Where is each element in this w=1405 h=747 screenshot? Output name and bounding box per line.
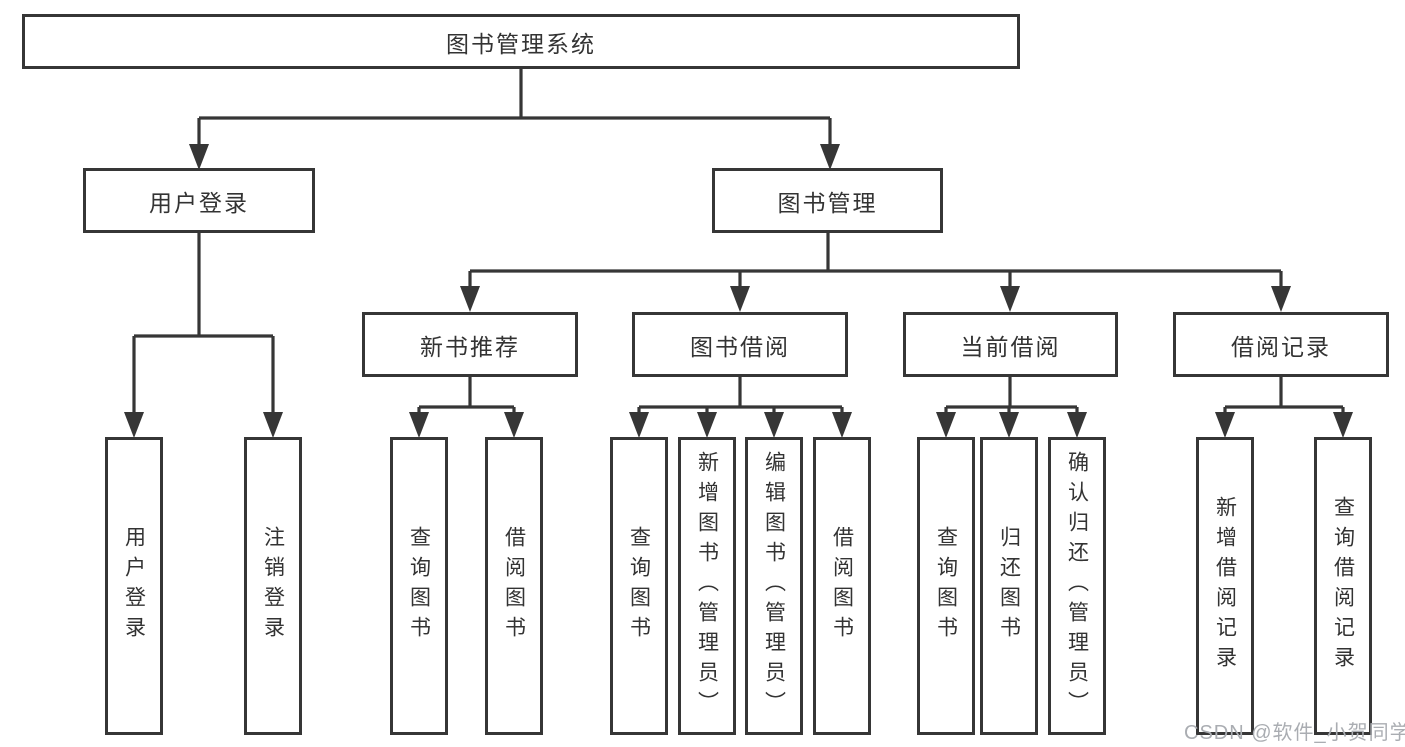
node-book-borrow: 图书借阅 (632, 312, 848, 377)
leaf-edit-book-admin: 编辑图书（管理员） (745, 437, 803, 735)
node-new-book-recommend: 新书推荐 (362, 312, 578, 377)
leaf-confirm-return-admin: 确认归还（管理员） (1048, 437, 1106, 735)
csdn-watermark: CSDN @软件_小贺同学 (1184, 722, 1405, 744)
leaf-logout: 注销登录 (244, 437, 302, 735)
node-user-login: 用户登录 (83, 168, 315, 233)
leaf-query-books-current: 查询图书 (917, 437, 975, 735)
leaf-return-book: 归还图书 (980, 437, 1038, 735)
leaf-query-books-borrow: 查询图书 (610, 437, 668, 735)
leaf-user-login: 用户登录 (105, 437, 163, 735)
node-root: 图书管理系统 (22, 14, 1020, 69)
node-borrow-records: 借阅记录 (1173, 312, 1389, 377)
leaf-borrow-books: 借阅图书 (813, 437, 871, 735)
leaf-query-books-recommend: 查询图书 (390, 437, 448, 735)
leaf-query-borrow-record: 查询借阅记录 (1314, 437, 1372, 735)
leaf-add-borrow-record: 新增借阅记录 (1196, 437, 1254, 735)
leaf-borrow-books-recommend: 借阅图书 (485, 437, 543, 735)
node-current-borrow: 当前借阅 (903, 312, 1118, 377)
node-book-management: 图书管理 (712, 168, 943, 233)
leaf-add-book-admin: 新增图书（管理员） (678, 437, 736, 735)
